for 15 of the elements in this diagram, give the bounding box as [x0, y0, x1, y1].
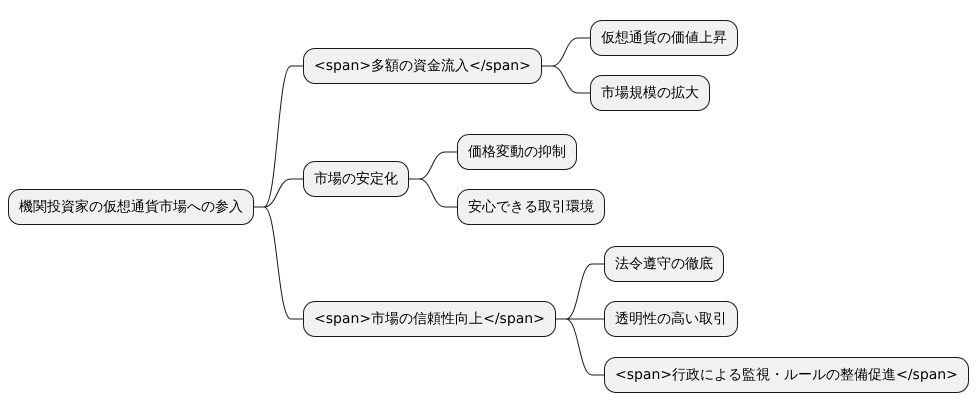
connector-line	[408, 178, 458, 208]
topic-box: 法令遵守の徹底	[604, 246, 724, 282]
topic-box: <span>行政による監視・ルールの整備促進</span>	[604, 357, 969, 393]
topic-box: 価格変動の抑制	[457, 134, 577, 170]
topic-box: 安心できる取引環境	[457, 189, 605, 225]
topic-box: <span>市場の信頼性向上</span>	[303, 301, 556, 337]
topic-box: 市場の安定化	[303, 161, 409, 197]
topic-box: 機関投資家の仮想通貨市場への参入	[8, 189, 254, 225]
topic-box: 透明性の高い取引	[604, 301, 738, 337]
connector-line	[254, 206, 304, 320]
connector-line	[555, 318, 604, 376]
topic-box: 市場規模の拡大	[590, 75, 710, 111]
topic-box: <span>多額の資金流入</span>	[303, 48, 542, 84]
connector-line	[541, 66, 590, 94]
topic-box: 仮想通貨の価値上昇	[590, 20, 738, 56]
